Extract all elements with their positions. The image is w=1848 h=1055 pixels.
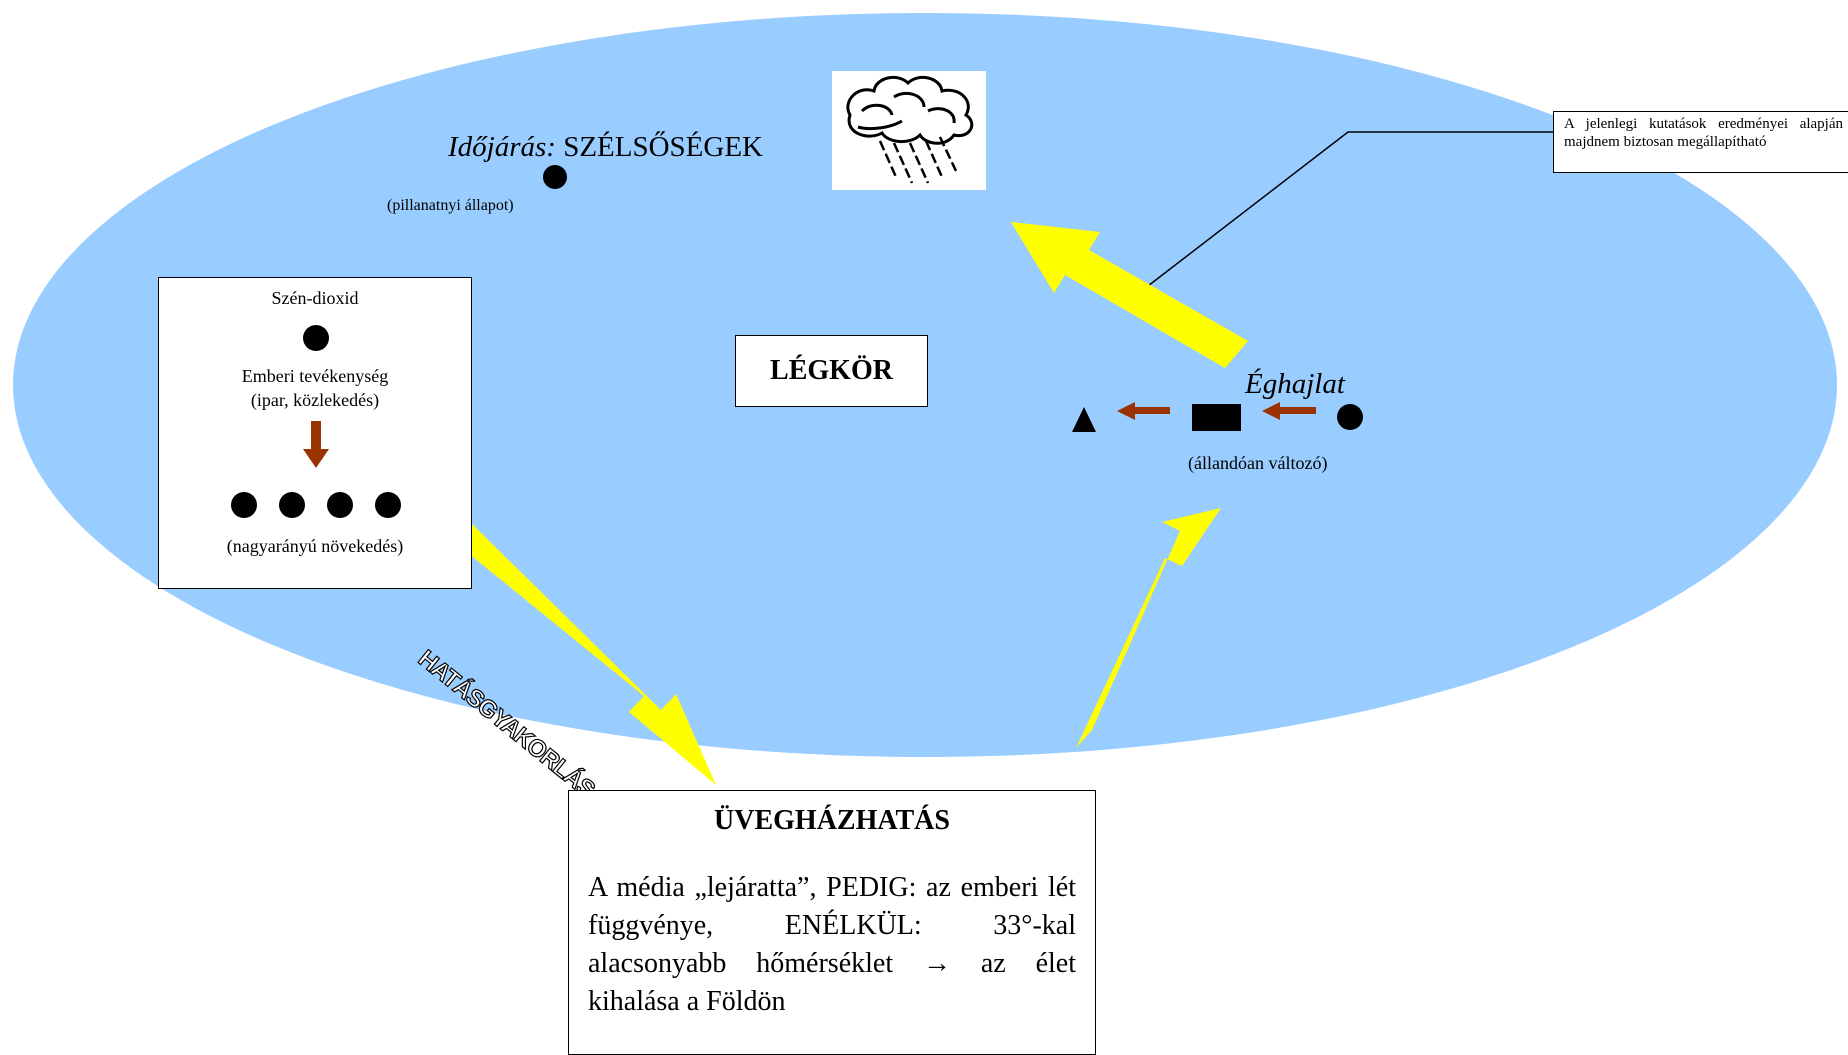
weather-caption: (pillanatnyi állapot) bbox=[387, 197, 514, 214]
climate-dot bbox=[1337, 404, 1363, 430]
greenhouse-box: ÜVEGHÁZHATÁS A média „lejáratta”, PEDIG:… bbox=[568, 790, 1096, 1055]
co2-caption: (nagyarányú növekedés) bbox=[226, 536, 404, 556]
brown-arrow-left-2 bbox=[1262, 402, 1316, 420]
arrow-greenhouse-to-climate bbox=[1076, 508, 1221, 748]
brown-arrow-left-1 bbox=[1117, 402, 1170, 420]
research-callout: A jelenlegi kutatások eredményei alapján… bbox=[1553, 111, 1848, 173]
human-activity-text: Emberi tevékenység (ipar, közlekedés) bbox=[159, 364, 471, 412]
co2-box: Szén-dioxid Emberi tevékenység (ipar, kö… bbox=[158, 277, 472, 589]
weather-label-italic: Időjárás: bbox=[448, 131, 556, 163]
human-activity-line1: Emberi tevékenység bbox=[241, 366, 389, 386]
atmosphere-label: LÉGKÖR bbox=[735, 335, 928, 407]
climate-caption: (állandóan változó) bbox=[1188, 453, 1328, 473]
greenhouse-body: A média „lejáratta”, PEDIG: az emberi lé… bbox=[588, 872, 1076, 1017]
storm-cloud-icon bbox=[832, 71, 986, 190]
climate-label: Éghajlat bbox=[1245, 368, 1345, 400]
co2-growth-dot bbox=[327, 492, 353, 518]
arrow-climate-to-weather bbox=[1011, 222, 1248, 368]
weather-dot bbox=[543, 165, 567, 189]
brown-arrow-down bbox=[303, 421, 329, 468]
co2-dots-row bbox=[231, 492, 425, 518]
climate-rectangle bbox=[1192, 404, 1241, 431]
arrow-co2-to-greenhouse bbox=[452, 520, 716, 785]
co2-growth-dot bbox=[231, 492, 257, 518]
weather-label: Időjárás: SZÉLSŐSÉGEK bbox=[448, 131, 763, 164]
co2-growth-dot bbox=[279, 492, 305, 518]
weather-label-caps: SZÉLSŐSÉGEK bbox=[563, 131, 763, 163]
callout-leader-line bbox=[1147, 131, 1553, 287]
human-activity-line2: (ipar, közlekedés) bbox=[250, 390, 380, 410]
co2-growth-dot bbox=[375, 492, 401, 518]
greenhouse-title: ÜVEGHÁZHATÁS bbox=[714, 805, 950, 836]
co2-dot bbox=[303, 325, 329, 351]
co2-title: Szén-dioxid bbox=[271, 288, 359, 308]
climate-triangle bbox=[1072, 407, 1096, 432]
